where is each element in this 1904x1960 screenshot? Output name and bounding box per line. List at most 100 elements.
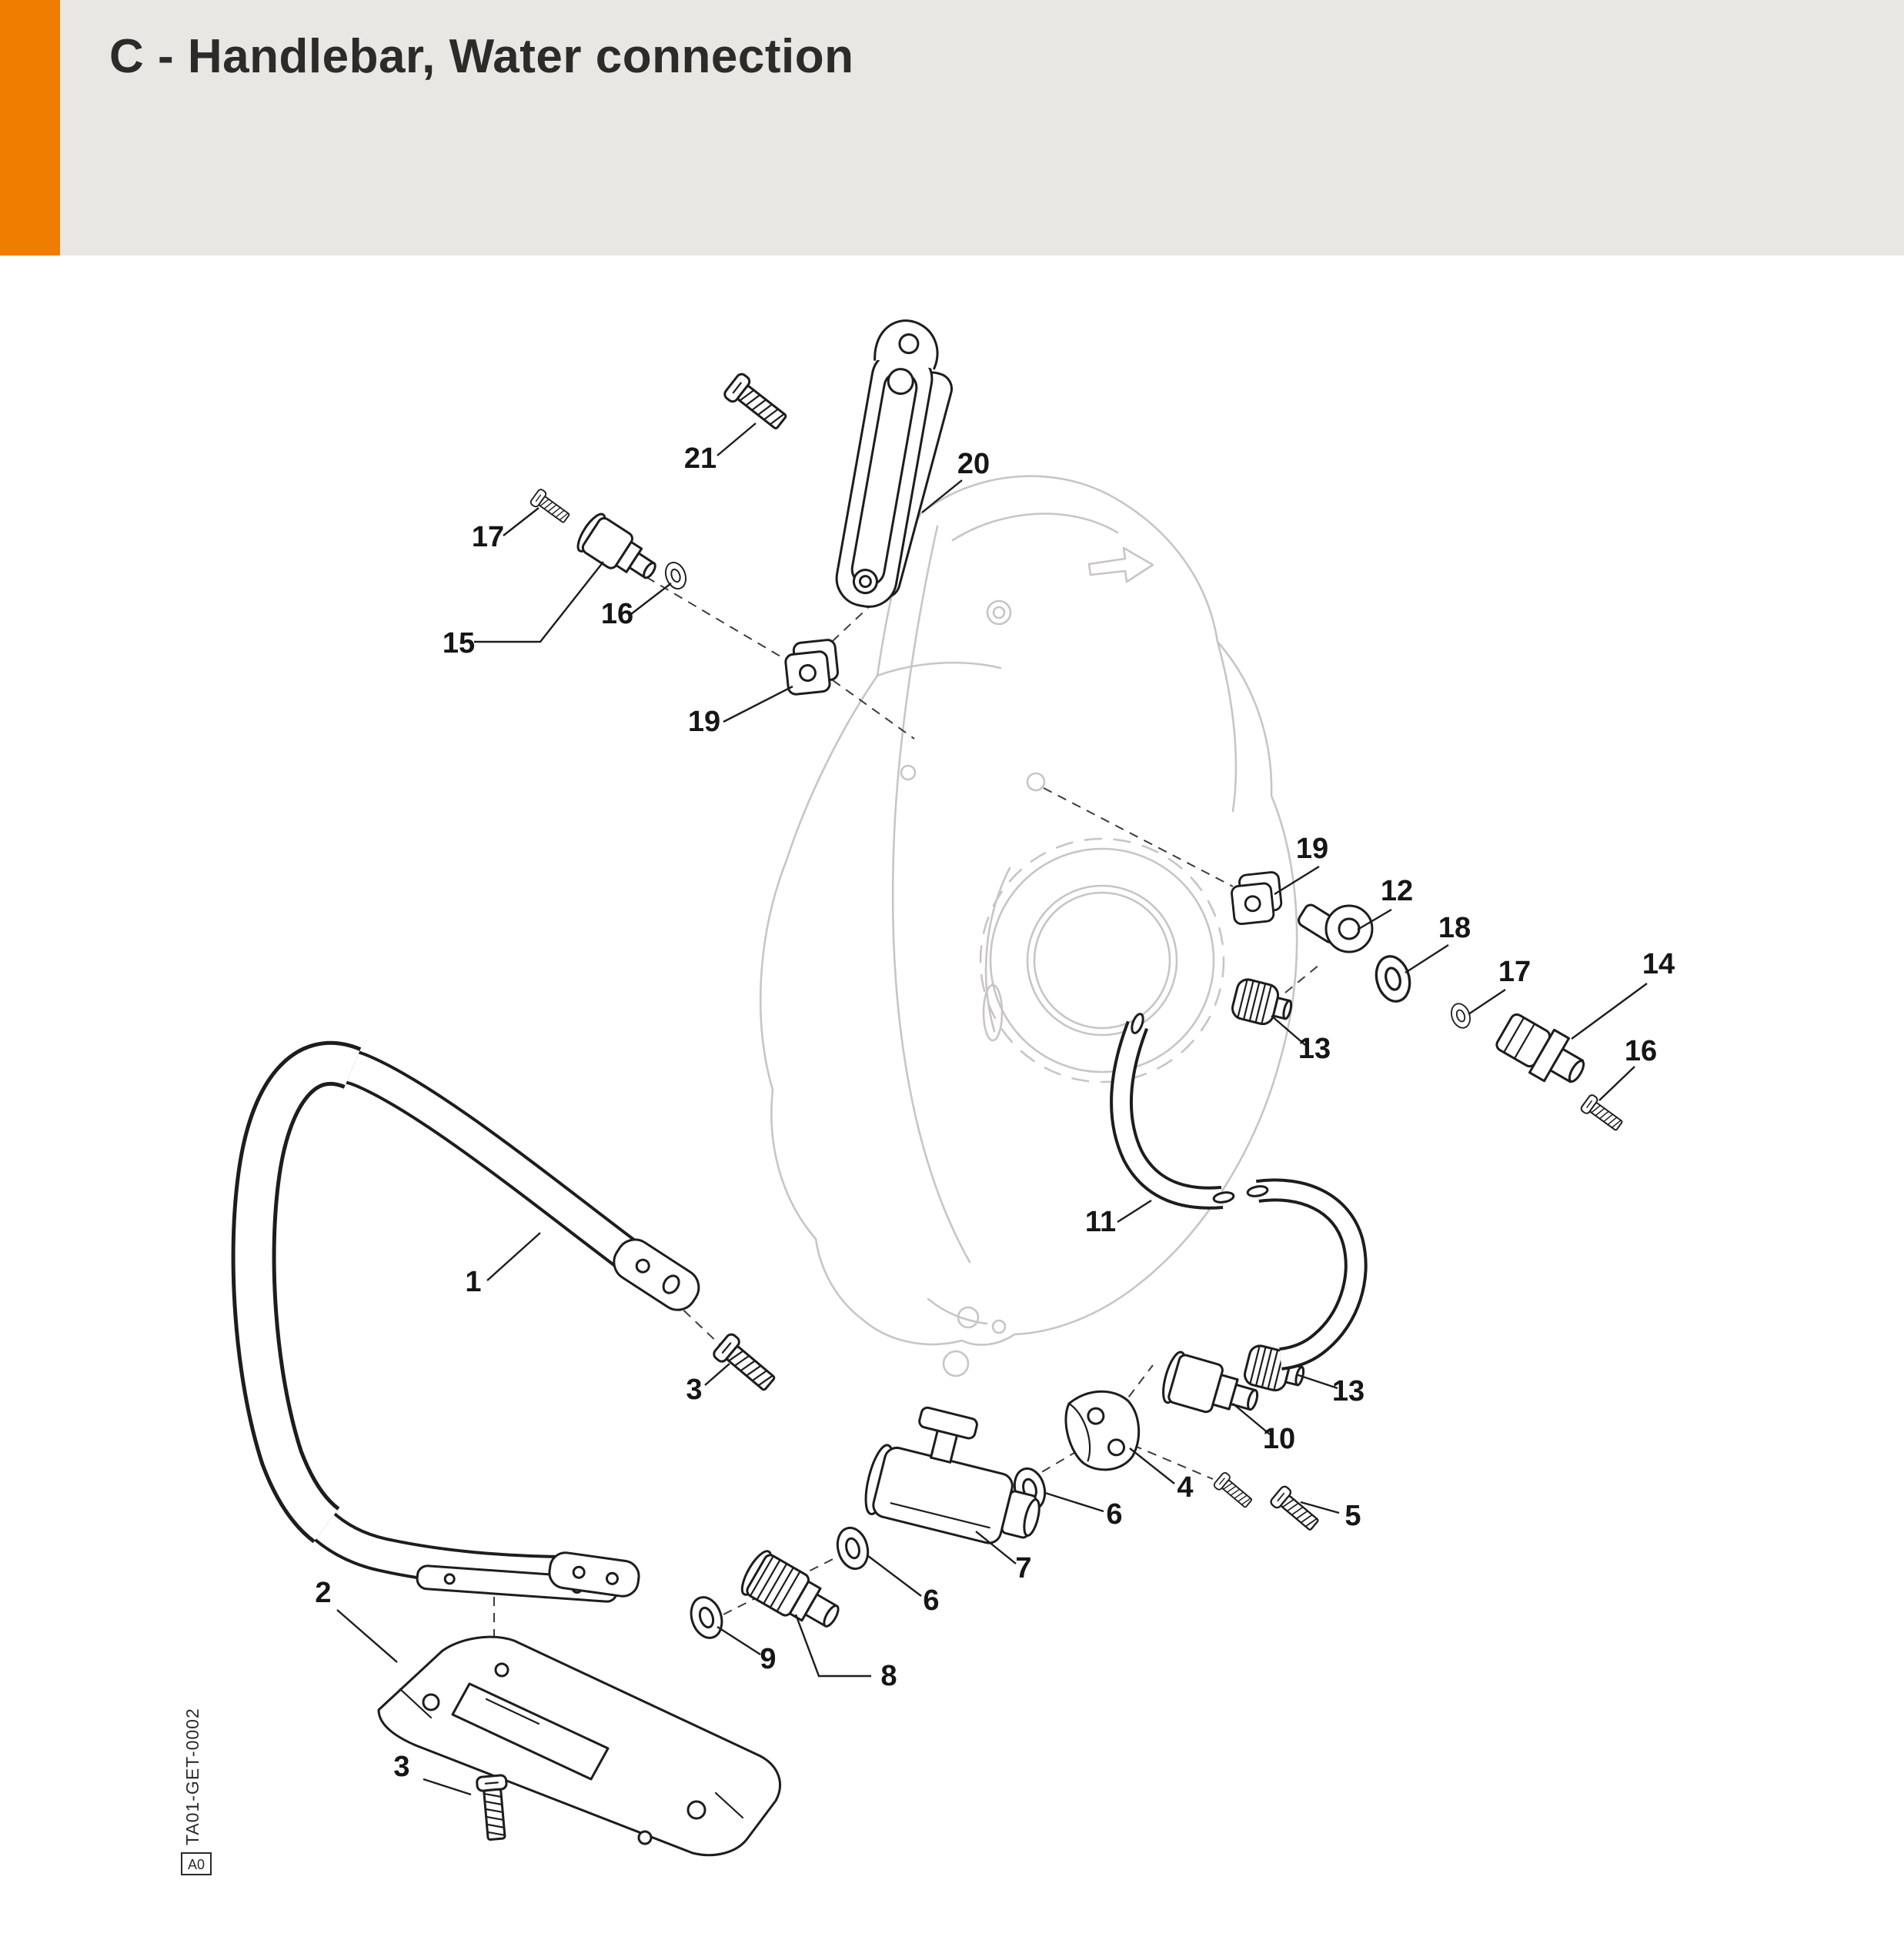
part-8-fitting <box>740 1550 840 1628</box>
part-label-3-2: 3 <box>393 1751 409 1783</box>
leader-line-12 <box>1357 908 1392 931</box>
leader-line-5 <box>1300 1501 1340 1514</box>
part-13-knurled-nut-upper <box>1229 976 1297 1031</box>
leader-line-19-2 <box>1274 865 1320 896</box>
part-19-square-nut-right <box>1228 870 1284 926</box>
leader-line-17-2 <box>1468 989 1506 1015</box>
part-label-10: 10 <box>1263 1423 1295 1455</box>
part-label-12: 12 <box>1381 875 1413 907</box>
leader-line-18 <box>1405 943 1449 974</box>
leader-line-7 <box>975 1531 1017 1564</box>
part-label-1: 1 <box>465 1266 481 1298</box>
part-label-3-1: 3 <box>686 1374 702 1406</box>
part-label-16-1: 16 <box>601 598 633 630</box>
assembly-axis-lines <box>492 576 1320 1784</box>
leader-line-17-1 <box>503 507 539 536</box>
size-code-box <box>181 1852 212 1875</box>
part-2-mounting-plate <box>377 1635 781 1857</box>
part-10-connector <box>1162 1351 1259 1414</box>
part-17-sealing-ring <box>1447 1000 1475 1032</box>
assembly-axis-12 <box>1284 964 1320 993</box>
part-label-19-1: 19 <box>688 706 720 738</box>
part-7-ball-valve <box>864 1406 1041 1544</box>
part-label-16-2: 16 <box>1625 1035 1657 1067</box>
size-code-text: A0 <box>188 1857 205 1872</box>
doc-code-block: TA01-GET-0002 A0 <box>181 1708 212 1875</box>
leader-line-6-1 <box>867 1555 922 1597</box>
part-21-screw <box>721 370 792 436</box>
doc-code-text: TA01-GET-0002 <box>182 1708 202 1845</box>
part-5-screw-b <box>1268 1484 1323 1535</box>
part-1-handlebar <box>231 1040 700 1603</box>
part-14-fitting <box>1495 1013 1585 1084</box>
part-label-6-2: 6 <box>1106 1498 1122 1531</box>
part-3-screw-upper <box>710 1331 780 1397</box>
assembly-axis-2 <box>820 601 875 653</box>
housing-arrow-icon <box>1087 546 1154 583</box>
part-label-18: 18 <box>1438 912 1471 944</box>
part-3-screw-lower <box>475 1773 513 1841</box>
assembly-axis-3 <box>832 679 915 740</box>
leader-line-1 <box>486 1232 541 1281</box>
assembly-axis-1 <box>646 576 790 663</box>
part-label-2: 2 <box>315 1577 331 1609</box>
part-5-screw-a <box>1212 1471 1255 1511</box>
part-label-11: 11 <box>1085 1206 1116 1238</box>
part-15-fitting <box>576 513 656 579</box>
assembly-axis-5 <box>660 1287 721 1346</box>
assembly-axis-11 <box>1132 1444 1214 1480</box>
assembly-axis-4 <box>1043 787 1234 887</box>
part-label-17-1: 17 <box>472 521 504 553</box>
housing-gear-ring <box>979 837 1225 1084</box>
part-12-elbow-fitting <box>1298 903 1374 953</box>
machine-housing-outline <box>759 475 1298 1377</box>
part-label-13-2: 13 <box>1332 1375 1365 1407</box>
part-label-4: 4 <box>1177 1471 1193 1504</box>
leader-line-19-1 <box>723 685 793 723</box>
part-label-5: 5 <box>1344 1500 1361 1532</box>
leader-line-20 <box>921 479 963 513</box>
leader-line-6-2 <box>1044 1491 1104 1513</box>
leader-line-4 <box>1129 1447 1175 1484</box>
leader-line-16-2 <box>1598 1066 1635 1101</box>
part-label-9: 9 <box>760 1643 776 1675</box>
part-9-oring <box>685 1591 728 1644</box>
page-title: C - Handlebar, Water connection <box>109 30 854 83</box>
leader-line-21 <box>717 422 757 456</box>
part-label-21: 21 <box>684 442 717 475</box>
handlebar-end-plate <box>548 1551 640 1598</box>
part-label-20: 20 <box>957 448 990 480</box>
part-16-screw <box>1578 1093 1626 1135</box>
part-label-15: 15 <box>443 627 475 659</box>
leader-lines <box>336 422 1648 1796</box>
part-label-14: 14 <box>1642 948 1675 980</box>
leader-line-2 <box>336 1609 398 1663</box>
assembly-axis-9 <box>1014 1447 1083 1489</box>
parts-layer <box>231 319 1626 1857</box>
leader-line-13-1 <box>1271 1015 1306 1046</box>
part-label-6-1: 6 <box>923 1584 939 1617</box>
part-label-8: 8 <box>880 1660 897 1692</box>
accent-bar <box>0 0 60 255</box>
part-label-17-2: 17 <box>1498 956 1531 988</box>
leader-line-10 <box>1232 1403 1271 1435</box>
handlebar-top-mount <box>613 1238 700 1311</box>
leader-line-9 <box>717 1625 761 1656</box>
leader-line-11 <box>1117 1199 1152 1224</box>
leader-line-15 <box>474 561 604 643</box>
part-label-13-1: 13 <box>1298 1033 1331 1065</box>
part-4-bracket <box>1064 1390 1141 1471</box>
header-band: C - Handlebar, Water connection <box>0 0 1904 255</box>
leader-line-3-2 <box>423 1778 472 1796</box>
part-20-bracket <box>835 319 953 608</box>
leader-line-3-1 <box>704 1363 730 1386</box>
leader-line-14 <box>1571 983 1648 1040</box>
part-number-labels: 1233456678910111213131415161617171819192… <box>315 442 1675 1783</box>
part-17-screw <box>529 487 573 527</box>
part-6-oring-left <box>832 1523 874 1574</box>
part-label-7: 7 <box>1015 1552 1031 1584</box>
part-11-hose <box>1110 1013 1368 1371</box>
leader-line-8 <box>794 1614 871 1678</box>
